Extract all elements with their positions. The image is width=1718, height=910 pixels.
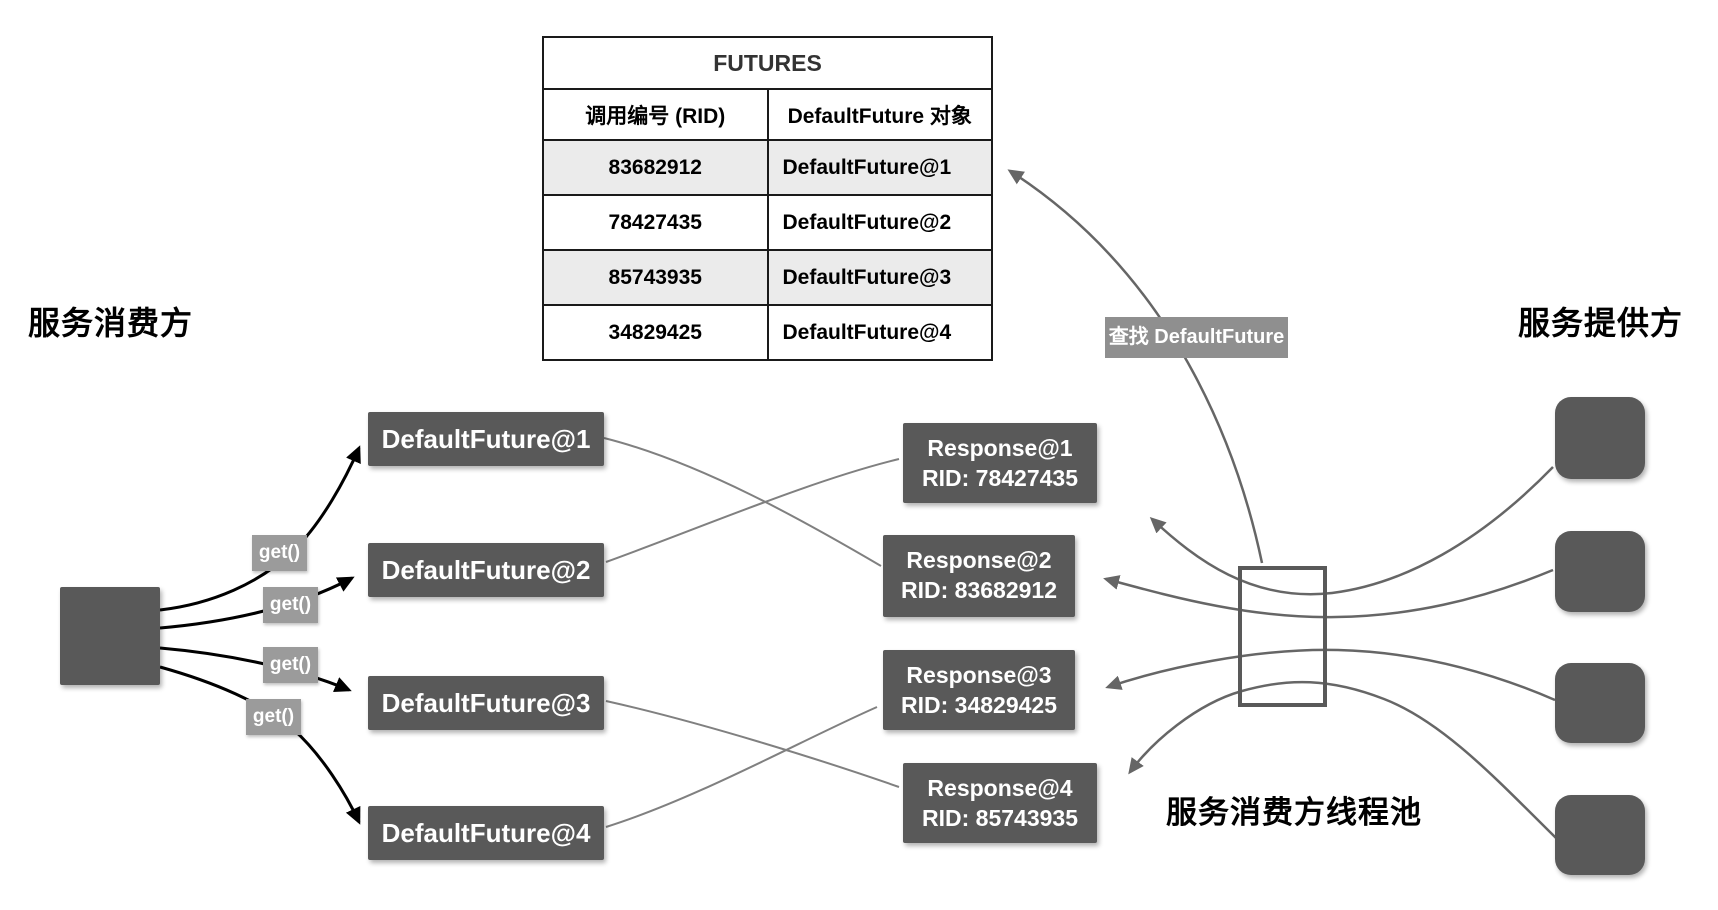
lookup-arrow bbox=[1007, 169, 1264, 564]
future-box-4: DefaultFuture@4 bbox=[368, 806, 604, 860]
response-box-1: Response@1 RID: 78427435 bbox=[903, 423, 1097, 503]
get-label-3: get() bbox=[263, 647, 318, 683]
consumer-box bbox=[60, 587, 160, 685]
consumer-side-label: 服务消费方 bbox=[28, 305, 194, 341]
response-name: Response@3 bbox=[906, 662, 1052, 688]
future-response-link-4 bbox=[605, 706, 878, 828]
provider-box-1 bbox=[1555, 397, 1645, 479]
table-row: 85743935 DefaultFuture@3 bbox=[542, 249, 993, 306]
get-arrow-3 bbox=[159, 646, 352, 692]
get-arrow-1 bbox=[159, 445, 361, 612]
table-row: 83682912 DefaultFuture@1 bbox=[542, 139, 993, 196]
provider-box-4 bbox=[1555, 795, 1645, 875]
future-cell: DefaultFuture@3 bbox=[766, 249, 993, 306]
future-box-1: DefaultFuture@1 bbox=[368, 412, 604, 466]
rid-cell: 83682912 bbox=[542, 139, 769, 196]
table-row: 34829425 DefaultFuture@4 bbox=[542, 304, 993, 361]
response-box-3: Response@3 RID: 34829425 bbox=[883, 650, 1075, 730]
future-response-link-1 bbox=[603, 437, 882, 567]
get-arrow-4 bbox=[159, 665, 361, 825]
get-label-1: get() bbox=[252, 535, 307, 571]
response-rid: RID: 83682912 bbox=[901, 577, 1057, 603]
future-response-link-3 bbox=[605, 700, 900, 788]
thread-pool-rect bbox=[1238, 566, 1327, 707]
rid-cell: 34829425 bbox=[542, 304, 769, 361]
provider-box-2 bbox=[1555, 531, 1645, 612]
provider-side-label: 服务提供方 bbox=[1518, 305, 1684, 341]
get-arrow-2 bbox=[159, 576, 355, 630]
rid-cell: 85743935 bbox=[542, 249, 769, 306]
lookup-defaultfuture-label: 查找 DefaultFuture bbox=[1105, 317, 1288, 358]
table-row: 78427435 DefaultFuture@2 bbox=[542, 194, 993, 251]
response-rid: RID: 85743935 bbox=[922, 805, 1078, 831]
response-arrow-2 bbox=[1103, 568, 1554, 619]
get-label-4: get() bbox=[246, 699, 301, 735]
response-box-4: Response@4 RID: 85743935 bbox=[903, 763, 1097, 843]
future-response-link-2 bbox=[605, 458, 900, 563]
response-name: Response@1 bbox=[927, 435, 1073, 461]
response-arrow-4 bbox=[1128, 680, 1557, 839]
provider-box-3 bbox=[1555, 663, 1645, 743]
col-header-rid: 调用编号 (RID) bbox=[542, 88, 769, 141]
thread-pool-label: 服务消费方线程池 bbox=[1166, 795, 1422, 830]
response-arrow-1 bbox=[1149, 466, 1554, 596]
future-cell: DefaultFuture@2 bbox=[766, 194, 993, 251]
future-cell: DefaultFuture@1 bbox=[766, 139, 993, 196]
response-name: Response@2 bbox=[906, 547, 1052, 573]
future-box-2: DefaultFuture@2 bbox=[368, 543, 604, 597]
response-rid: RID: 34829425 bbox=[901, 692, 1057, 718]
rid-cell: 78427435 bbox=[542, 194, 769, 251]
future-box-3: DefaultFuture@3 bbox=[368, 676, 604, 730]
futures-table: FUTURES 调用编号 (RID) DefaultFuture 对象 8368… bbox=[542, 36, 993, 361]
response-rid: RID: 78427435 bbox=[922, 465, 1078, 491]
get-label-2: get() bbox=[263, 587, 318, 623]
response-box-2: Response@2 RID: 83682912 bbox=[883, 535, 1075, 617]
col-header-future: DefaultFuture 对象 bbox=[766, 88, 993, 141]
future-cell: DefaultFuture@4 bbox=[766, 304, 993, 361]
response-name: Response@4 bbox=[927, 775, 1073, 801]
response-arrow-3 bbox=[1105, 648, 1556, 702]
table-title: FUTURES bbox=[542, 36, 993, 90]
